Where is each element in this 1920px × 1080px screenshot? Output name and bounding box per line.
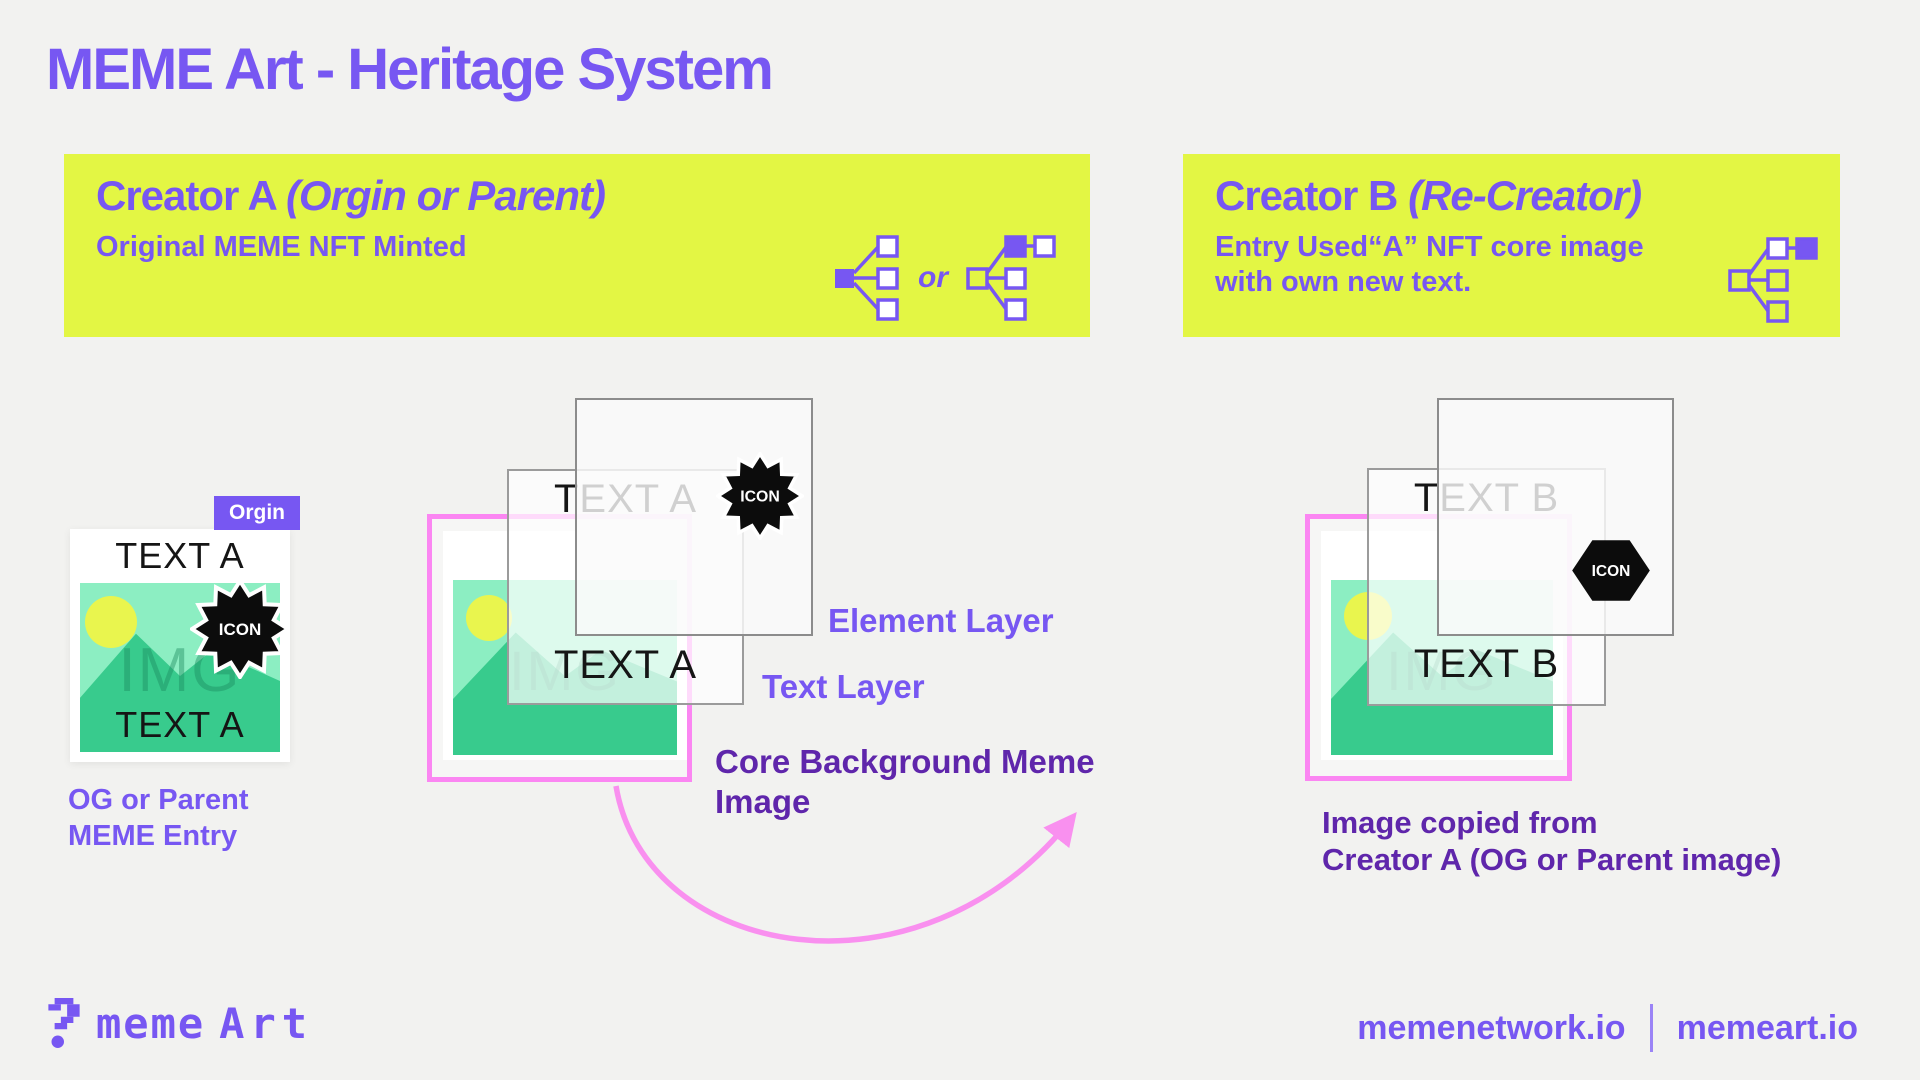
creator-a-description: Original MEME NFT Minted — [96, 231, 467, 263]
creator-a-title-main: Creator A — [96, 172, 286, 219]
origin-caption-line1: OG or Parent — [68, 784, 249, 816]
creator-b-banner: Creator B (Re-Creator) Entry Used“A” NFT… — [1183, 154, 1840, 337]
core-background-label-line1: Core Background Meme — [715, 743, 1095, 780]
hexagon-icon: ICON — [1572, 540, 1650, 601]
heritage-tree-icon-with-child — [966, 235, 1056, 321]
creator-a-tree-icons: or — [834, 235, 1056, 321]
page-title: MEME Art - Heritage System — [46, 37, 774, 102]
starburst-icon: ICON — [190, 579, 290, 679]
creator-b-description-line1: Entry Used“A” NFT core image — [1215, 231, 1644, 263]
element-layer-label: Element Layer — [828, 602, 1054, 639]
creator-b-tree-icons — [1728, 237, 1818, 323]
memenetwork-link[interactable]: memenetwork.io — [1357, 1008, 1626, 1047]
meme-art-logo: meme Art — [46, 998, 313, 1048]
copied-image-caption-line1: Image copied from — [1322, 805, 1598, 840]
sun-graphic — [85, 596, 137, 648]
origin-caption: OG or Parent MEME Entry — [68, 782, 249, 855]
footer-links: memenetwork.io memeart.io — [1357, 1004, 1858, 1052]
copied-image-caption-line2: Creator A (OG or Parent image) — [1322, 842, 1782, 878]
element-layer-card-b: ICON — [1437, 398, 1674, 636]
text-layer-bottom-text-b: TEXT B — [1413, 642, 1560, 686]
creator-b-description: Entry Used“A” NFT core image with own ne… — [1215, 230, 1644, 300]
core-background-label: Core Background Meme Image — [715, 742, 1095, 823]
creator-a-title-italic: (Orgin or Parent) — [285, 172, 606, 219]
creator-a-title: Creator A (Orgin or Parent) — [96, 172, 606, 220]
memeart-link[interactable]: memeart.io — [1676, 1008, 1858, 1047]
text-layer-label: Text Layer — [762, 668, 925, 705]
origin-badge: Orgin — [214, 496, 300, 530]
logo-art-text: Art — [219, 998, 314, 1048]
element-layer-card-a: ICON — [575, 398, 813, 636]
core-background-label-line2: Image — [715, 783, 811, 821]
sun-graphic — [466, 595, 512, 641]
link-divider — [1649, 1004, 1653, 1052]
creator-b-title-italic: (Re-Creator) — [1408, 172, 1642, 219]
text-layer-bottom-text-a: TEXT A — [553, 643, 698, 687]
heritage-tree-icon-single-parent — [835, 235, 899, 321]
creator-b-description-line2: with own new text. — [1215, 265, 1472, 298]
starburst-icon-label: ICON — [219, 620, 262, 639]
origin-meme-card: TEXT A IMG TEXT A ICON — [70, 529, 290, 762]
hexagon-icon-label: ICON — [1592, 563, 1631, 580]
copied-image-caption: Image copied from Creator A (OG or Paren… — [1322, 804, 1781, 878]
heritage-tree-icon-recreator — [1728, 237, 1818, 323]
logo-question-icon — [48, 998, 80, 1048]
origin-caption-line2: MEME Entry — [68, 820, 238, 853]
starburst-icon-label: ICON — [740, 488, 780, 505]
creator-a-banner: Creator A (Orgin or Parent) Original MEM… — [64, 154, 1090, 337]
starburst-icon: ICON — [716, 452, 804, 540]
logo-meme-text: meme — [96, 998, 206, 1048]
origin-top-text: TEXT A — [115, 535, 245, 576]
or-label: or — [918, 261, 948, 294]
origin-bottom-text: TEXT A — [115, 704, 245, 745]
creator-b-title-main: Creator B — [1215, 172, 1409, 219]
creator-b-title: Creator B (Re-Creator) — [1215, 172, 1642, 220]
